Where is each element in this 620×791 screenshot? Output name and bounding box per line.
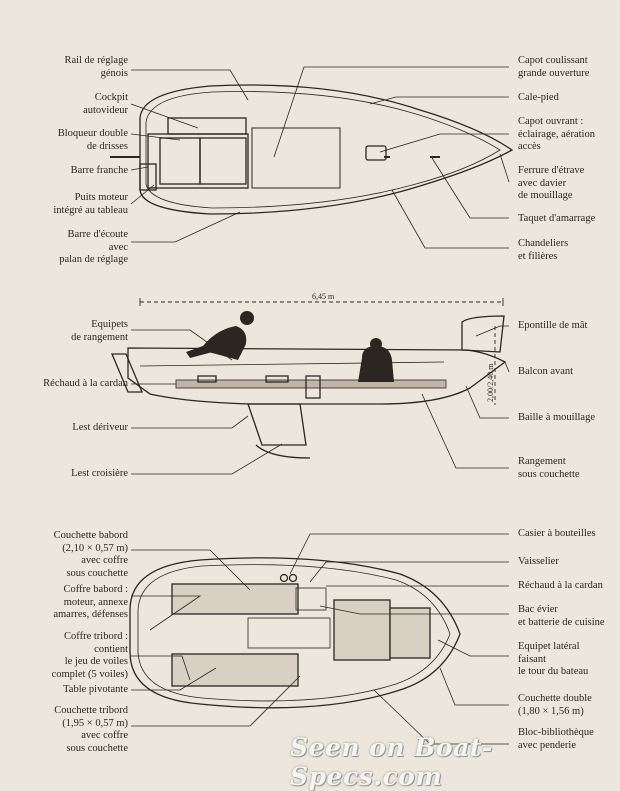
label-taquet: Taquet d'amarrage xyxy=(518,213,596,224)
deck-leaders xyxy=(130,66,510,249)
label-barre-franche: Barre franche xyxy=(70,165,128,176)
label-bloqueur: Bloqueur double de drisses xyxy=(57,128,128,152)
label-baille: Baille à mouillage xyxy=(518,412,595,423)
label-capot-coulissant: Capot coulissant grande ouverture xyxy=(518,55,590,79)
interior-leaders xyxy=(131,533,509,745)
height-dimension: 2,00/2,40 m xyxy=(486,363,495,402)
label-coffre-tribord: Coffre tribord : contient le jeu de voil… xyxy=(51,631,128,680)
label-cockpit: Cockpit autovideur xyxy=(83,92,128,116)
boat-drawings xyxy=(110,66,514,745)
label-bloc-bibliotheque: Bloc-bibliothèque avec penderie xyxy=(518,727,594,751)
label-puits-moteur: Puits moteur intégré au tableau xyxy=(53,192,128,216)
label-rechaud-interior: Réchaud à la cardan xyxy=(518,580,603,591)
label-epontille: Epontille de mât xyxy=(518,320,588,331)
deck-plan xyxy=(110,84,514,215)
sitting-figure-cabin xyxy=(358,346,394,382)
label-capot-ouvrant: Capot ouvrant : éclairage, aération accè… xyxy=(518,116,595,152)
label-coffre-babord: Coffre babord : moteur, annexe amarres, … xyxy=(53,584,128,620)
label-couchette-tribord: Couchette tribord (1,95 × 0,57 m) avec c… xyxy=(54,705,128,754)
sitting-figure-cockpit xyxy=(200,326,247,360)
label-rail-genois: Rail de réglage génois xyxy=(64,55,128,79)
label-equipet-lateral: Equipet latéral faisant le tour du batea… xyxy=(518,641,589,677)
label-barre-ecoute: Barre d'écoute avec palan de réglage xyxy=(59,229,128,265)
label-balcon: Balcon avant xyxy=(518,366,574,377)
label-ferrure-etrave: Ferrure d'étrave avec davier de mouillag… xyxy=(518,165,585,201)
interior-plan xyxy=(129,557,461,709)
label-couchette-double: Couchette double (1,80 × 1,56 m) xyxy=(518,693,592,717)
length-dimension: 6,45 m xyxy=(312,292,335,301)
profile-view xyxy=(111,298,507,459)
label-vaisselier: Vaisselier xyxy=(518,556,559,567)
label-casier-bouteilles: Casier à bouteilles xyxy=(518,528,596,539)
label-couchette-babord: Couchette babord (2,10 × 0,57 m) avec co… xyxy=(53,530,128,579)
label-lest-croisiere: Lest croisière xyxy=(71,468,128,479)
label-chandeliers: Chandeliers et filières xyxy=(518,238,569,262)
label-cale-pied: Cale-pied xyxy=(518,92,559,103)
watermark: Seen on Boat-Specs.com xyxy=(290,733,493,791)
label-equipets: Equipets de rangement xyxy=(71,319,128,343)
label-rechaud-profile: Réchaud à la cardan xyxy=(43,378,128,389)
label-lest-deriveur: Lest dériveur xyxy=(72,422,128,433)
label-rangement-couchette: Rangement sous couchette xyxy=(518,456,580,480)
label-bac-evier: Bac évier et batterie de cuisine xyxy=(518,604,605,628)
profile-leaders xyxy=(131,325,510,475)
label-table-pivotante: Table pivotante xyxy=(63,684,128,695)
